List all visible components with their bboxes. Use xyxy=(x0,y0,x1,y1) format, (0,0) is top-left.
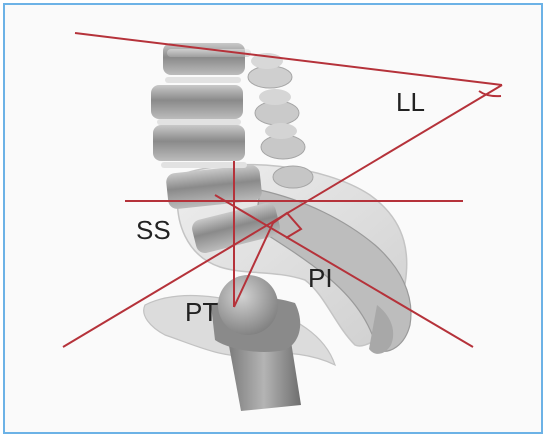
figure-frame: LL SS PI PT xyxy=(3,3,543,434)
label-ll: LL xyxy=(396,87,425,117)
femur xyxy=(211,275,301,411)
label-pt: PT xyxy=(185,297,218,327)
label-ss: SS xyxy=(136,215,171,245)
spinopelvic-diagram: LL SS PI PT xyxy=(5,5,541,432)
label-pi: PI xyxy=(308,263,333,293)
femoral-head xyxy=(218,275,278,335)
